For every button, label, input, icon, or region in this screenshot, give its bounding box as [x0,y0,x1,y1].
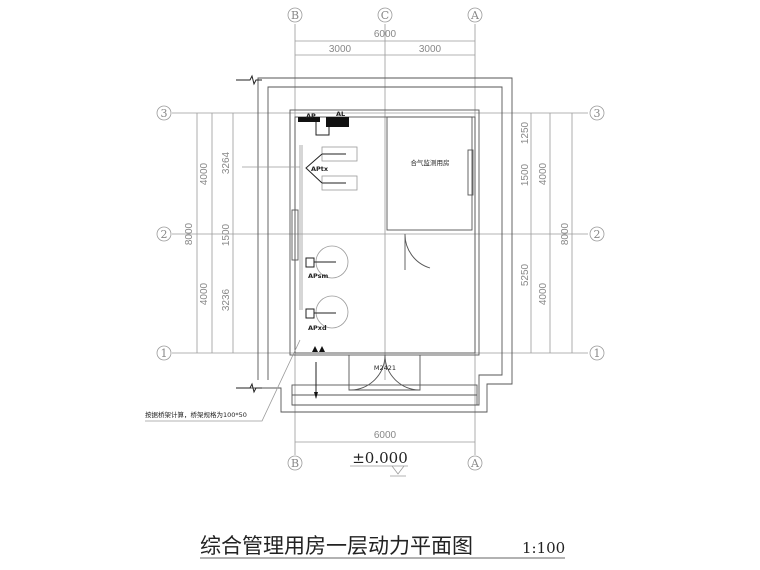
dim-bottom-total: 6000 [374,430,397,441]
dim-right-outer-upper: 4000 [538,162,549,185]
break-marker-top [236,74,262,86]
axis-bubble-c-top: C [377,7,393,23]
svg-text:3: 3 [594,107,601,120]
cable-tray-note: 按据桥架计算，桥架规格为100*50 [145,410,247,419]
dimension-lines [196,40,573,443]
door-label: M2421 [374,364,396,372]
dim-right-inner-mid: 1500 [520,163,531,186]
elevation-symbol [390,465,406,477]
svg-text:C: C [381,9,389,22]
dim-left-inner-upper: 3264 [221,151,232,174]
walls [240,77,513,413]
dim-top-right: 3000 [419,44,442,55]
dim-left-outer-lower: 4000 [199,282,210,305]
dim-left-total: 8000 [184,222,195,245]
distribution-panels [242,117,358,399]
break-marker-bottom [236,382,262,394]
axis-bubble-b-bottom: B [287,455,303,471]
svg-text:3: 3 [161,107,168,120]
dim-right-total: 8000 [560,222,571,245]
svg-text:A: A [470,9,480,22]
dim-right-inner-lower: 5250 [520,263,531,286]
axis-bubbles: B C A B A 3 2 1 3 2 1 [156,7,605,471]
svg-text:B: B [291,457,299,470]
elevation-label: ±0.000 [352,449,408,467]
axis-bubble-3-left: 3 [156,105,172,121]
axis-bubble-1-left: 1 [156,345,172,361]
dim-left-outer-upper: 4000 [199,162,210,185]
dim-left-inner-lower: 3236 [221,288,232,311]
axis-bubble-a-top: A [467,7,483,23]
panel-apsm-label: APsm [308,272,329,280]
dim-top-left: 3000 [329,44,352,55]
dim-top-total: 6000 [374,29,397,40]
panel-ap-label: AP [306,112,316,120]
room-label: 合气监测用房 [411,158,450,167]
dim-left-inner-mid: 1500 [221,223,232,246]
svg-text:B: B [291,9,299,22]
axis-bubble-b-top: B [287,7,303,23]
drawing-title: 综合管理用房一层动力平面图 [200,534,473,558]
svg-text:1: 1 [594,347,601,360]
axis-bubble-3-right: 3 [589,105,605,121]
axis-bubble-1-right: 1 [589,345,605,361]
axis-bubble-2-right: 2 [589,226,605,242]
svg-text:A: A [470,457,480,470]
drawing-scale: 1:100 [522,539,565,557]
panel-aptx-label: APtx [311,165,329,173]
panel-apxd-label: APxd [308,324,327,332]
note-leader-line [145,339,301,422]
dim-right-outer-lower: 4000 [538,282,549,305]
axis-bubble-2-left: 2 [156,226,172,242]
svg-text:2: 2 [161,228,168,241]
panel-al-label: AL [336,110,345,118]
doors [350,233,431,391]
axis-bubble-a-bottom: A [467,455,483,471]
dim-right-inner-top: 1250 [520,121,531,144]
svg-text:2: 2 [594,228,601,241]
svg-text:1: 1 [161,347,168,360]
